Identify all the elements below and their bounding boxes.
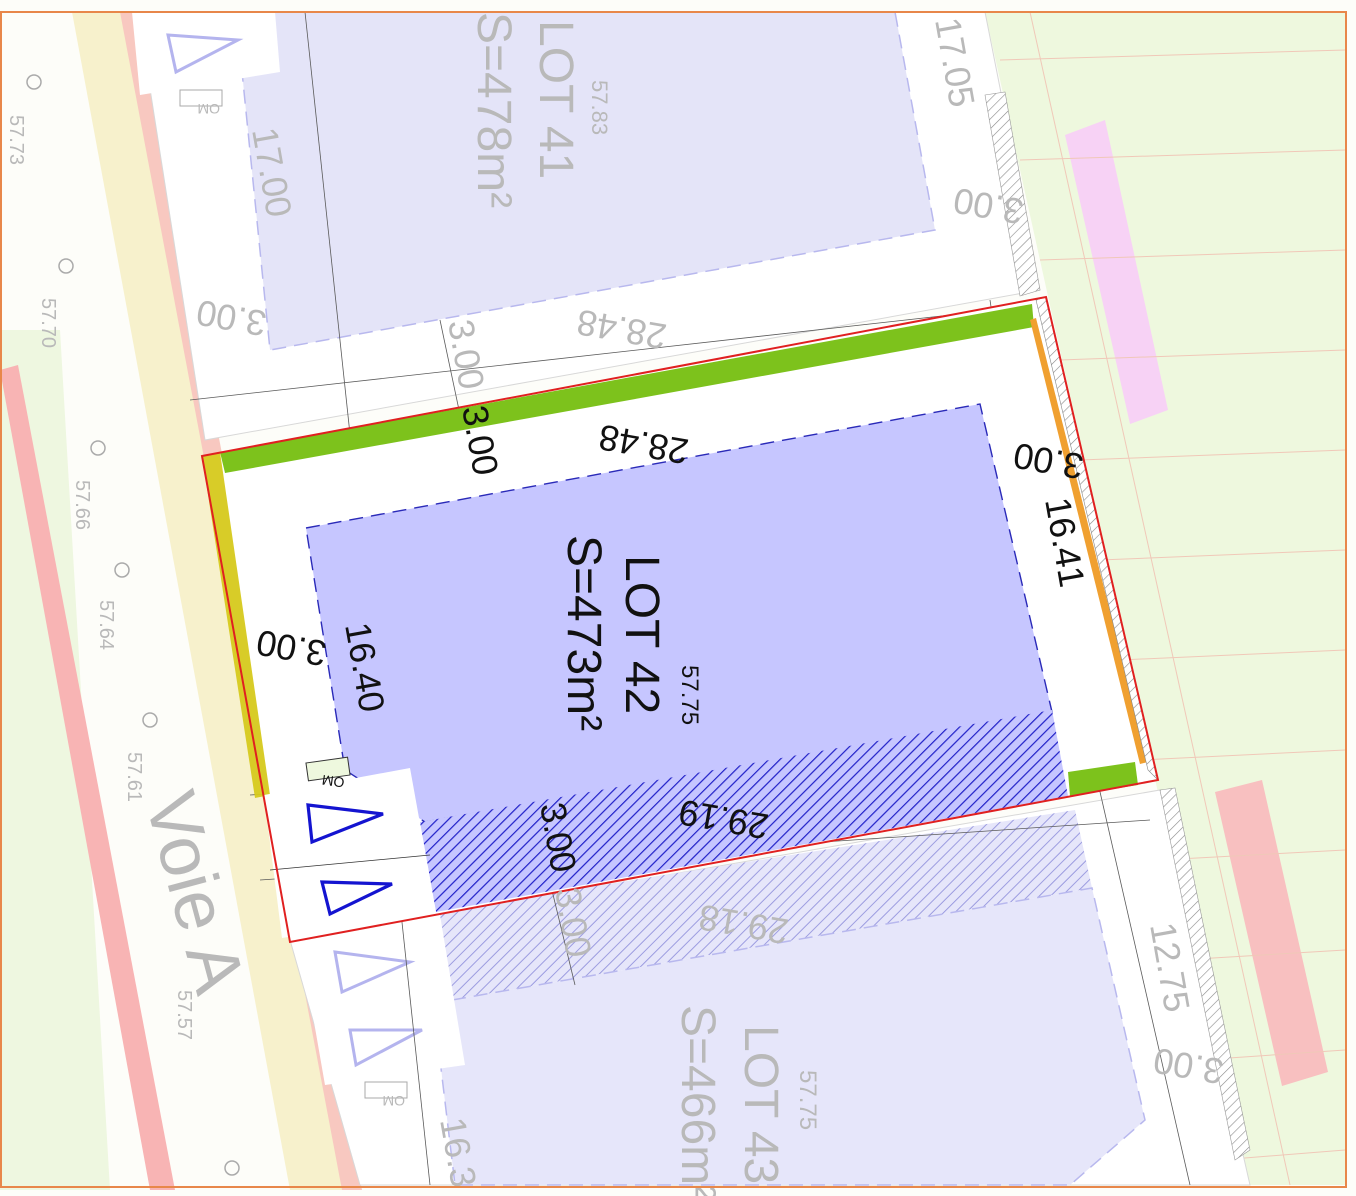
lot-42-hatched-band bbox=[420, 710, 1068, 912]
lot-41-om-label: OM bbox=[197, 101, 220, 117]
spot-height-2: 57.70 bbox=[37, 298, 59, 348]
lot-42-yellow-band-left bbox=[202, 452, 270, 798]
lot-42-name: LOT 42 bbox=[615, 555, 668, 714]
lot-41-elevation: 57.83 bbox=[587, 80, 612, 135]
spot-height-5: 57.61 bbox=[123, 752, 145, 802]
lot-42-elevation: 57.75 bbox=[676, 665, 703, 725]
lot-42-access-triangle-a[interactable] bbox=[306, 803, 384, 845]
lot-43-access-panel bbox=[298, 915, 465, 1085]
lot-42-om-box bbox=[305, 756, 351, 782]
lot-42-access-triangle-b[interactable] bbox=[319, 880, 393, 917]
lot-42-area: S=473m² bbox=[557, 535, 610, 731]
lot-41-access-triangle[interactable] bbox=[166, 33, 244, 75]
spot-height-4: 57.64 bbox=[95, 600, 117, 650]
lot-43-om-box bbox=[364, 1081, 408, 1099]
spot-height-3: 57.66 bbox=[71, 480, 93, 530]
lot-42-om-label: OM bbox=[321, 772, 346, 791]
spot-height-1: 57.73 bbox=[5, 115, 27, 165]
lot-41[interactable] bbox=[132, 11, 1041, 441]
pink-strip-bottom bbox=[1215, 780, 1328, 1086]
pink-strip-top bbox=[1065, 120, 1168, 424]
lot-43-access-triangle-a[interactable] bbox=[333, 950, 416, 995]
lot-41-area: S=478m² bbox=[467, 12, 520, 208]
lot-42-access-divider bbox=[269, 854, 431, 871]
lot-43-access-triangle-b[interactable] bbox=[348, 1028, 423, 1068]
lot-42[interactable] bbox=[200, 295, 1160, 944]
lot-41-building-zone bbox=[235, 11, 936, 351]
lot-41-name: LOT 41 bbox=[529, 20, 582, 179]
lot-43-area: S=466m² bbox=[671, 1005, 724, 1196]
lot-43-name: LOT 43 bbox=[734, 1025, 787, 1184]
lot-43-hatched-band bbox=[432, 810, 1092, 1000]
lot-41-hatched-edge bbox=[984, 91, 1041, 297]
lot-43-om-label: OM bbox=[382, 1093, 405, 1109]
lot-41-om-box bbox=[179, 89, 223, 107]
lot-42-green-band-top bbox=[220, 304, 1034, 473]
lot-43-elevation: 57.75 bbox=[794, 1070, 821, 1130]
lot-42-access-panel bbox=[264, 768, 436, 938]
road-edge-red-strip bbox=[0, 365, 175, 1190]
road-side-green bbox=[0, 330, 110, 1190]
lot-43[interactable] bbox=[289, 787, 1251, 1186]
spot-height-markers bbox=[26, 74, 240, 1176]
lot-42-outline[interactable] bbox=[200, 295, 1160, 944]
lot-42-building-zone bbox=[305, 403, 1053, 823]
lot-43-hatched-edge bbox=[1159, 787, 1251, 1161]
map-frame bbox=[0, 11, 1347, 1188]
lot-42-orange-edge bbox=[1030, 318, 1148, 764]
lot-41-access-panel bbox=[132, 12, 280, 95]
spot-height-6: 57.57 bbox=[173, 990, 195, 1040]
